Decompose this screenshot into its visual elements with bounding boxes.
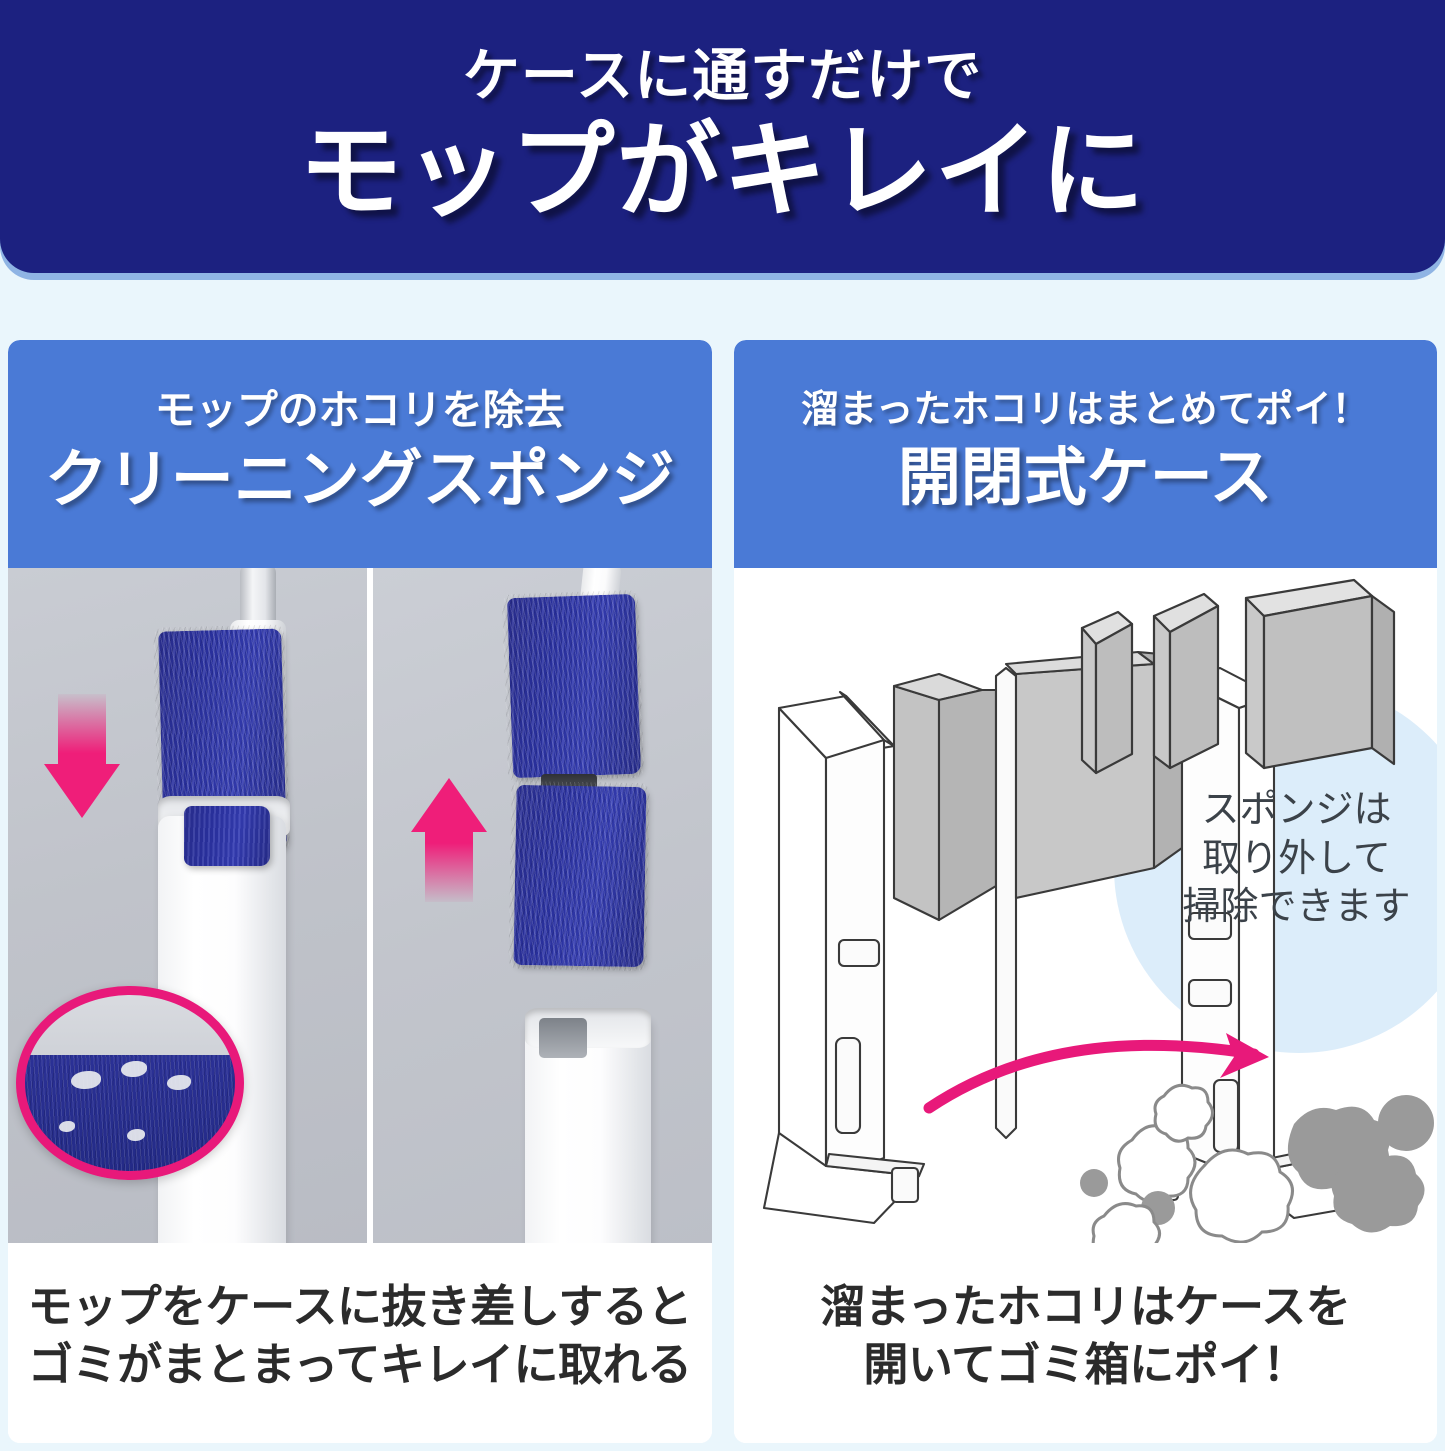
caption-line: 開いてゴミ箱にポイ！	[863, 1339, 1308, 1390]
banner-subtitle: ケースに通すだけで	[462, 44, 983, 109]
photo-divider	[367, 568, 374, 1251]
annotation-line: 取り外して	[1202, 837, 1391, 880]
case-illustration-svg	[762, 578, 1437, 1251]
card-openable-case: 溜まったホコリはまとめてポイ！ 開閉式ケース	[733, 340, 1438, 1443]
caption-line: ゴミがまとまってキレイに取れる	[28, 1339, 692, 1390]
lint-speck	[59, 1121, 75, 1132]
detached-sponges	[1080, 578, 1395, 775]
card-header-openable-case: 溜まったホコリはまとめてポイ！ 開閉式ケース	[733, 340, 1437, 568]
card-body-cleaning-sponge: モップをケースに抜き差しすると ゴミがまとまってキレイに取れる	[8, 568, 712, 1443]
sponge-large	[1244, 578, 1395, 770]
photo-row	[8, 568, 712, 1251]
top-banner: ケースに通すだけで モップがキレイに	[0, 0, 1445, 273]
card-header-cleaning-sponge: モップのホコリを除去 クリーニングスポンジ	[8, 340, 712, 568]
lint-speck	[71, 1071, 101, 1089]
arrow-shaft	[58, 694, 106, 776]
lint-speck	[121, 1061, 147, 1077]
photo-remove-mop	[373, 568, 712, 1251]
banner-title: モップがキレイに	[298, 114, 1147, 231]
mop-pad-lower	[513, 784, 647, 968]
card-subtitle: 溜まったホコリはまとめてポイ！	[801, 389, 1370, 432]
lint-speck	[127, 1129, 145, 1141]
curved-pink-arrow	[923, 1033, 1269, 1114]
dust-dot	[1377, 1095, 1434, 1151]
mop-pad-upper	[507, 593, 642, 779]
sponge-small	[1080, 610, 1133, 775]
arrow-shaft	[425, 820, 474, 902]
annotation-line: 掃除できます	[1182, 886, 1411, 929]
card-body-openable-case: スポンジは 取り外して 掃除できます 溜まったホコリはケースを 開いてゴミ箱にポ…	[733, 568, 1438, 1443]
card-cleaning-sponge: モップのホコリを除去 クリーニングスポンジ	[8, 340, 712, 1443]
sponge-inside-case	[539, 1018, 588, 1058]
caption-cleaning-sponge: モップをケースに抜き差しすると ゴミがまとまってキレイに取れる	[8, 1243, 712, 1443]
caption-line: モップをケースに抜き差しすると	[27, 1280, 693, 1332]
illustration-openable-case: スポンジは 取り外して 掃除できます	[733, 568, 1438, 1251]
down-arrow-icon	[44, 694, 120, 818]
dust-clumps	[1079, 1083, 1434, 1251]
photo-insert-mop	[8, 568, 368, 1251]
card-subtitle: モップのホコリを除去	[154, 387, 565, 434]
zoom-detail-circle	[16, 986, 244, 1180]
caption-openable-case: 溜まったホコリはケースを 開いてゴミ箱にポイ！	[733, 1243, 1437, 1443]
card-title: 開閉式ケース	[897, 442, 1273, 513]
up-arrow-icon	[411, 778, 488, 902]
lint-speck	[167, 1075, 191, 1090]
open-case-diagram	[762, 650, 1375, 1225]
dust-dot	[1079, 1169, 1108, 1197]
annotation-text: スポンジは 取り外して 掃除できます	[1152, 786, 1438, 932]
caption-line: 溜まったホコリはケースを	[820, 1280, 1351, 1332]
mop-pad-inserted	[184, 806, 270, 866]
feature-cards: モップのホコリを除去 クリーニングスポンジ	[0, 340, 1445, 1451]
annotation-line: スポンジは	[1201, 789, 1392, 831]
card-title: クリーニングスポンジ	[44, 444, 675, 515]
arrow-head	[44, 764, 120, 818]
sponge-medium	[1152, 592, 1219, 770]
